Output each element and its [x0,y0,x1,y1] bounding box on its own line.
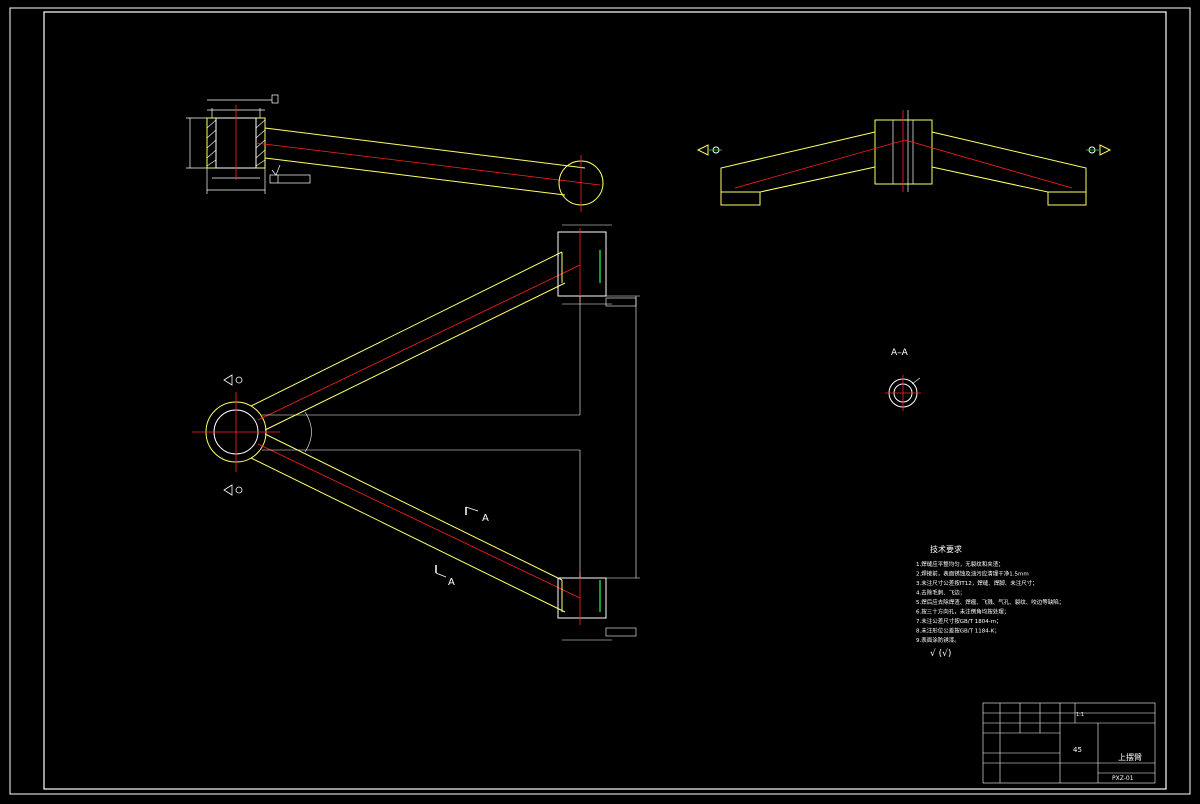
tech-requirement-line: 1.焊缝应平整均匀，无裂纹和夹渣； [916,560,1004,568]
tech-requirement-line: 8.未注形位公差按GB/T 1184-K； [916,627,1000,635]
title-block [982,702,1156,784]
arm-centerline [255,142,601,186]
plan-view: A A [192,224,640,641]
tech-requirement-line: 7.未注公差尺寸按GB/T 1804-m； [916,617,1002,625]
upper-arm-edge-1 [250,251,563,407]
tech-requirement-line: 4.去除毛刺、飞边； [916,589,965,597]
lower-end-bushing [557,577,607,619]
arm-edge-upper [264,127,586,169]
roughness-note: √ (√) [930,648,951,659]
lower-arm-edge-1 [250,457,566,613]
title-block-drawing-number: PXZ-01 [1112,775,1134,782]
tech-requirement-line: 6.按三十方向孔，未注倒角均按处理； [916,608,1009,616]
sleeve-hatching [206,119,266,167]
upper-end-bushing [557,231,607,297]
lower-arm-edge-2 [264,433,563,581]
upper-arm-centerline [257,264,581,421]
section-view-aa: A–A [885,348,921,411]
tech-requirements-title: 技术要求 [930,544,962,554]
section-label-a-upper: A [482,513,489,524]
arm-edge-lower [264,157,566,196]
tech-requirement-line: 2.焊接前，表面锈蚀及油污应清理干净1.5mm [916,570,1029,578]
section-view-title: A–A [891,348,909,358]
inner-border [43,11,1167,790]
title-block-material: 45 [1073,746,1082,754]
title-block-part-name: 上摆臂 [1118,752,1142,762]
top-view [186,94,604,212]
section-label-a-lower: A [448,577,455,588]
upper-arm-edge-2 [264,282,566,431]
title-block-scale: 1:1 [1076,712,1084,718]
tech-requirement-line: 5.焊后应去除焊渣、焊瘤、飞溅、气孔、裂纹、咬边等缺陷； [916,598,1064,606]
tech-requirement-line: 9.表面涂防锈漆。 [916,636,960,644]
outer-border [9,7,1191,795]
lower-arm-centerline [257,443,581,599]
tech-requirements-list: 1.焊缝应平整均匀，无裂纹和夹渣； 2.焊接前，表面锈蚀及油污应清理干净1.5mm… [916,560,1064,644]
tech-requirements: 技术要求 1.焊缝应平整均匀，无裂纹和夹渣； 2.焊接前，表面锈蚀及油污应清理干净… [916,544,1064,659]
tech-requirement-line: 3.未注尺寸公差按IT12，焊缝、焊脚、未注尺寸； [916,579,1038,587]
front-view [696,110,1112,206]
